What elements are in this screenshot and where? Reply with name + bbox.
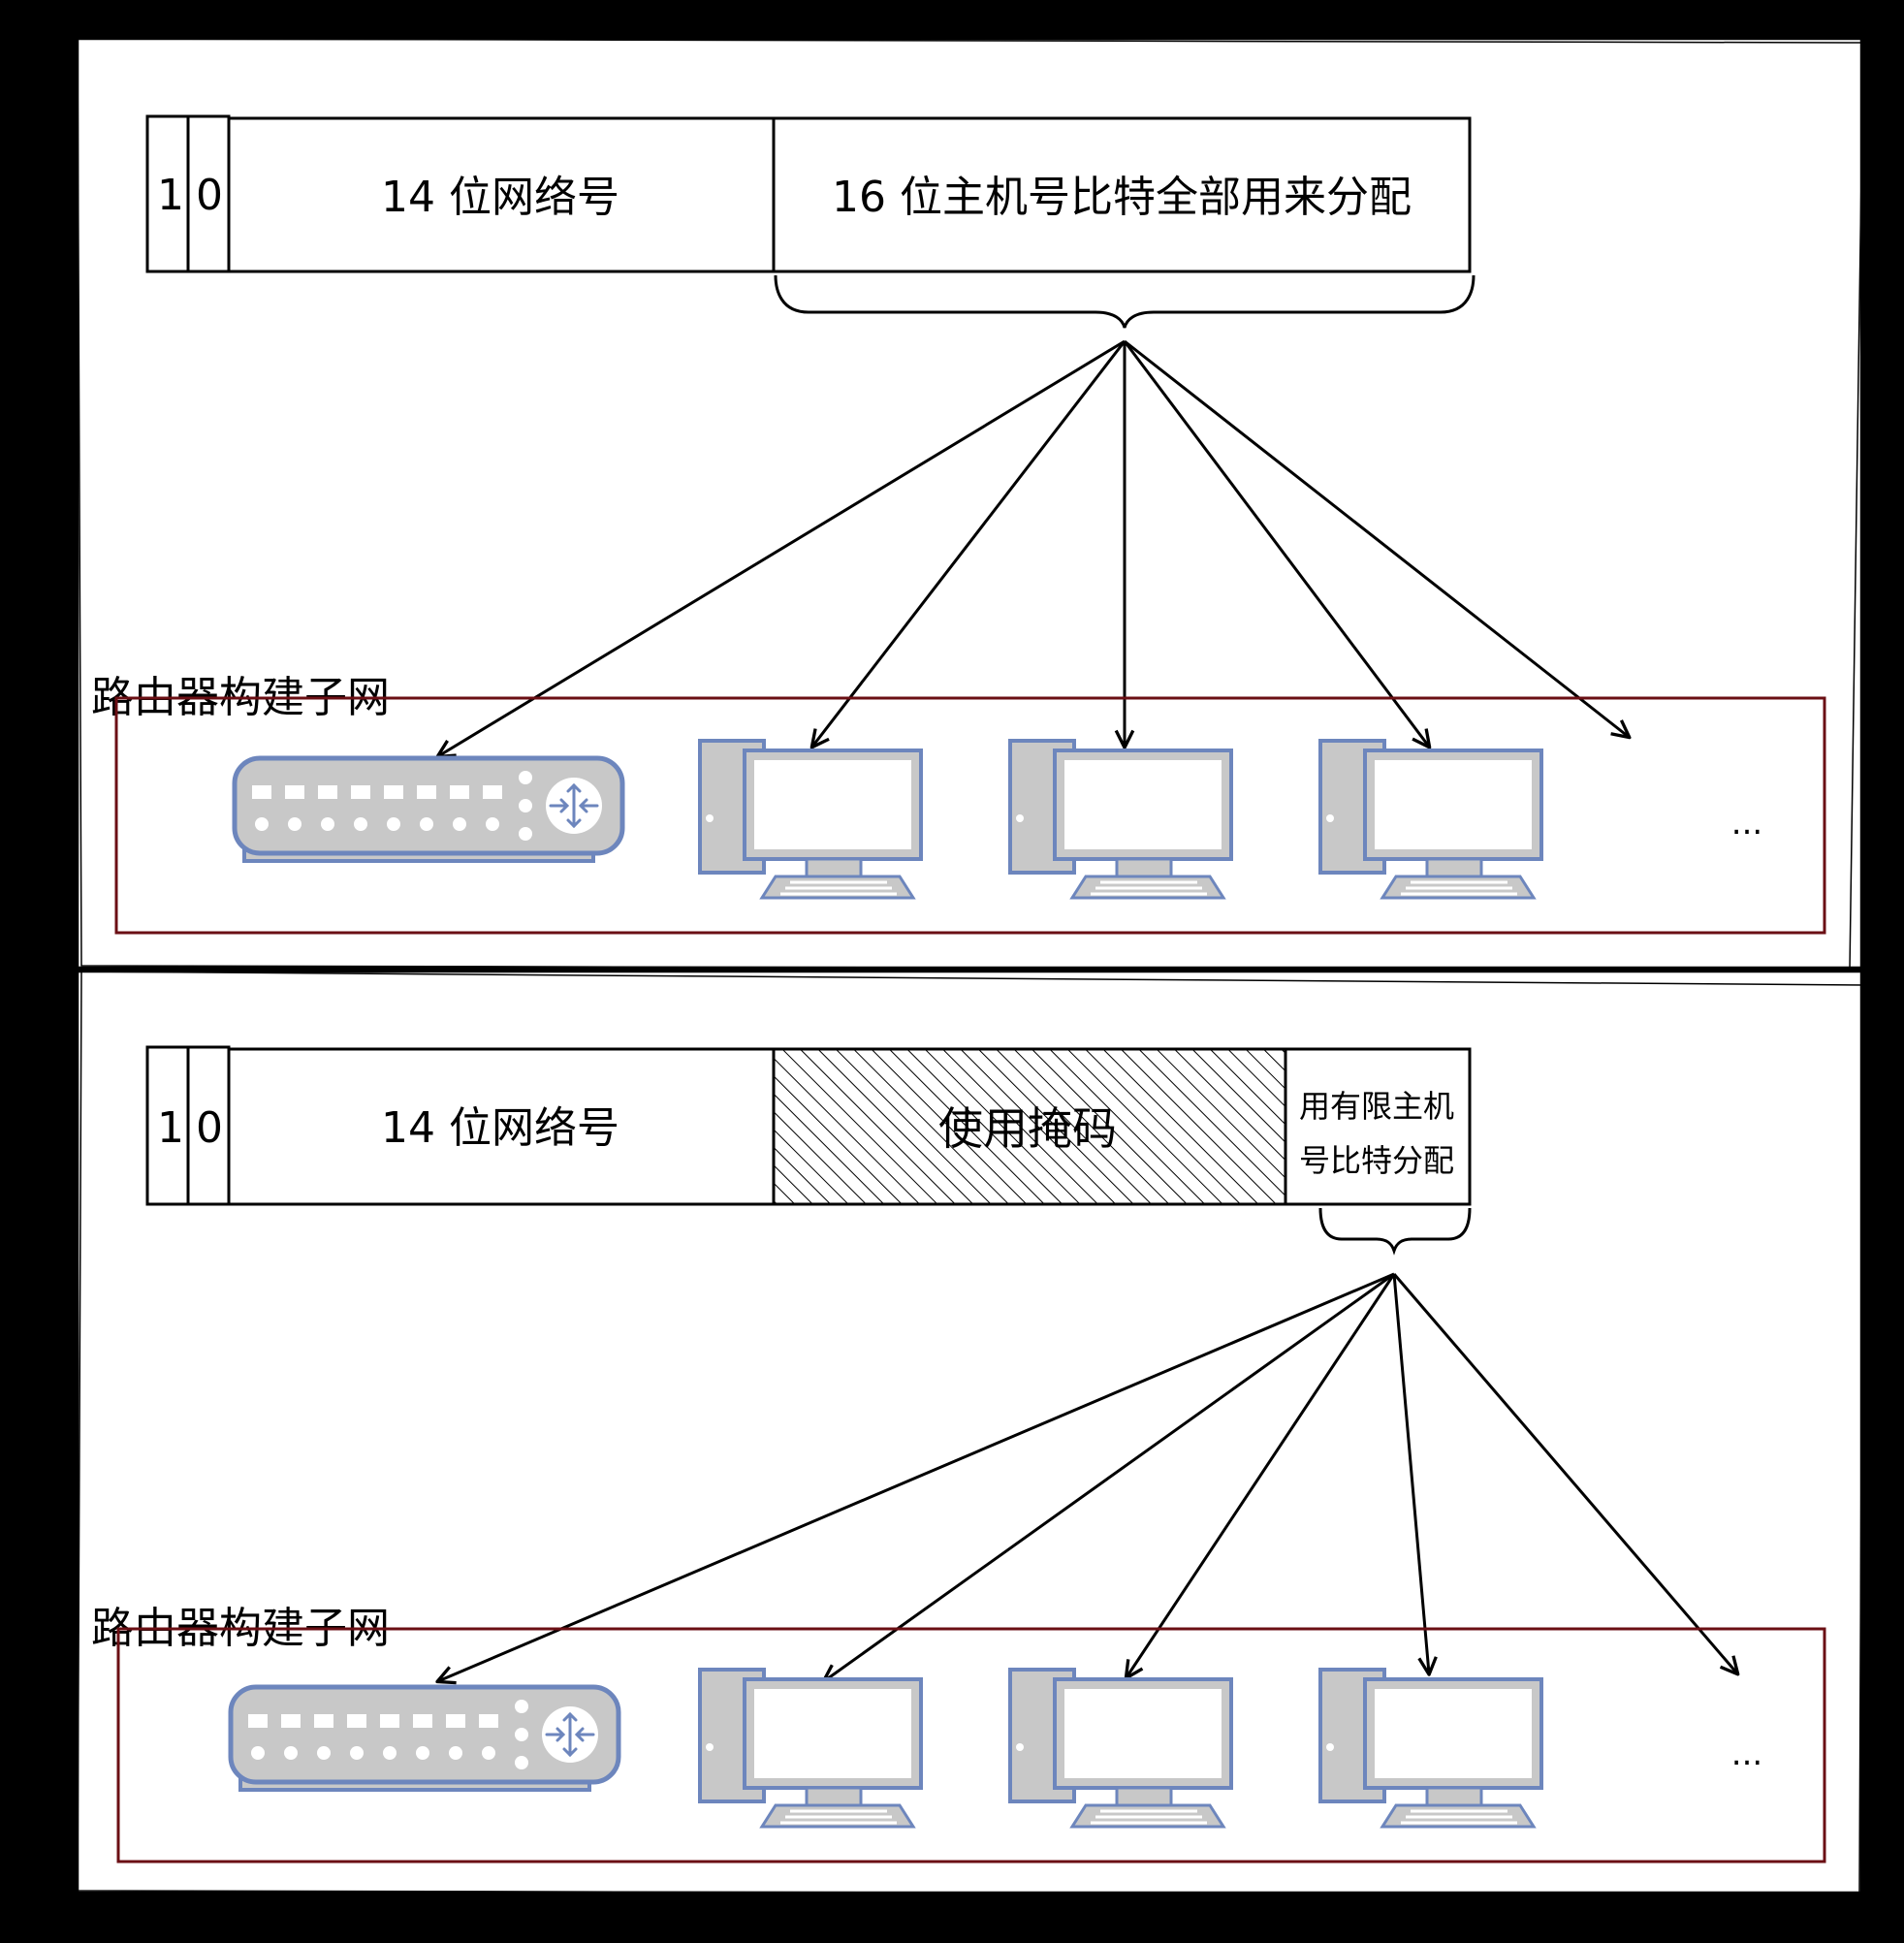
bit-field-masked: 1 0 14 位网络号 使用掩码 用有限主机 号比特分配 bbox=[145, 1045, 1472, 1206]
bit-field: 1 0 14 位网络号 16 位主机号比特全部用来分配 bbox=[145, 114, 1472, 273]
subnet-box bbox=[116, 1627, 1826, 1863]
limited-host-label-line-2: 号比特分配 bbox=[1299, 1142, 1454, 1179]
allocation-arrows-masked bbox=[435, 1272, 1740, 1685]
arrow-to-pc-1 bbox=[809, 340, 1127, 749]
more-devices-ellipsis: ... bbox=[1731, 804, 1762, 843]
mask-bits-label: 使用掩码 bbox=[938, 1102, 1117, 1155]
arrow-to-pc-1 bbox=[821, 1272, 1395, 1684]
network-bits-label: 14 位网络号 bbox=[381, 1103, 619, 1153]
more-devices-ellipsis: ... bbox=[1731, 1735, 1762, 1773]
bit-1-box bbox=[145, 114, 190, 273]
panel-bottom: 1 0 14 位网络号 使用掩码 用有限主机 号比特分配 路由器构建子网 ... bbox=[76, 970, 1864, 1895]
bit-1-label: 1 bbox=[157, 1103, 184, 1153]
limited-host-brace bbox=[1318, 1207, 1472, 1256]
arrow-to-more bbox=[1124, 339, 1632, 740]
arrow-to-pc-3 bbox=[1123, 340, 1432, 749]
arrow-to-router bbox=[435, 339, 1126, 759]
mask-bits-box bbox=[772, 1047, 1287, 1206]
arrow-to-router bbox=[435, 1272, 1395, 1685]
limited-host-label-line-1: 用有限主机 bbox=[1299, 1088, 1454, 1125]
bit-1-label: 1 bbox=[157, 171, 184, 220]
network-bits-box bbox=[227, 1047, 776, 1206]
host-bits-box bbox=[772, 116, 1472, 273]
arrow-to-more bbox=[1392, 1273, 1740, 1676]
bit-0-label: 0 bbox=[196, 171, 223, 220]
host-bits-label: 16 位主机号比特全部用来分配 bbox=[832, 173, 1412, 222]
router-icon bbox=[235, 758, 622, 861]
arrow-to-pc-3 bbox=[1392, 1273, 1438, 1676]
bit-1-box bbox=[145, 1045, 190, 1206]
host-bits-brace bbox=[774, 274, 1476, 329]
limited-host-bits-box bbox=[1284, 1047, 1472, 1206]
network-bits-box bbox=[227, 116, 776, 273]
router-icon bbox=[231, 1687, 619, 1790]
bit-0-box bbox=[186, 1045, 231, 1206]
bit-0-box bbox=[186, 114, 231, 273]
network-bits-label: 14 位网络号 bbox=[381, 173, 619, 222]
subnet-box bbox=[114, 696, 1826, 935]
bit-0-label: 0 bbox=[196, 1103, 223, 1153]
panel-top: 1 0 14 位网络号 16 位主机号比特全部用来分配 路由器构建子网 ... bbox=[76, 37, 1864, 971]
allocation-arrows bbox=[435, 339, 1632, 759]
arrow-to-pc-2 bbox=[1124, 1273, 1396, 1680]
